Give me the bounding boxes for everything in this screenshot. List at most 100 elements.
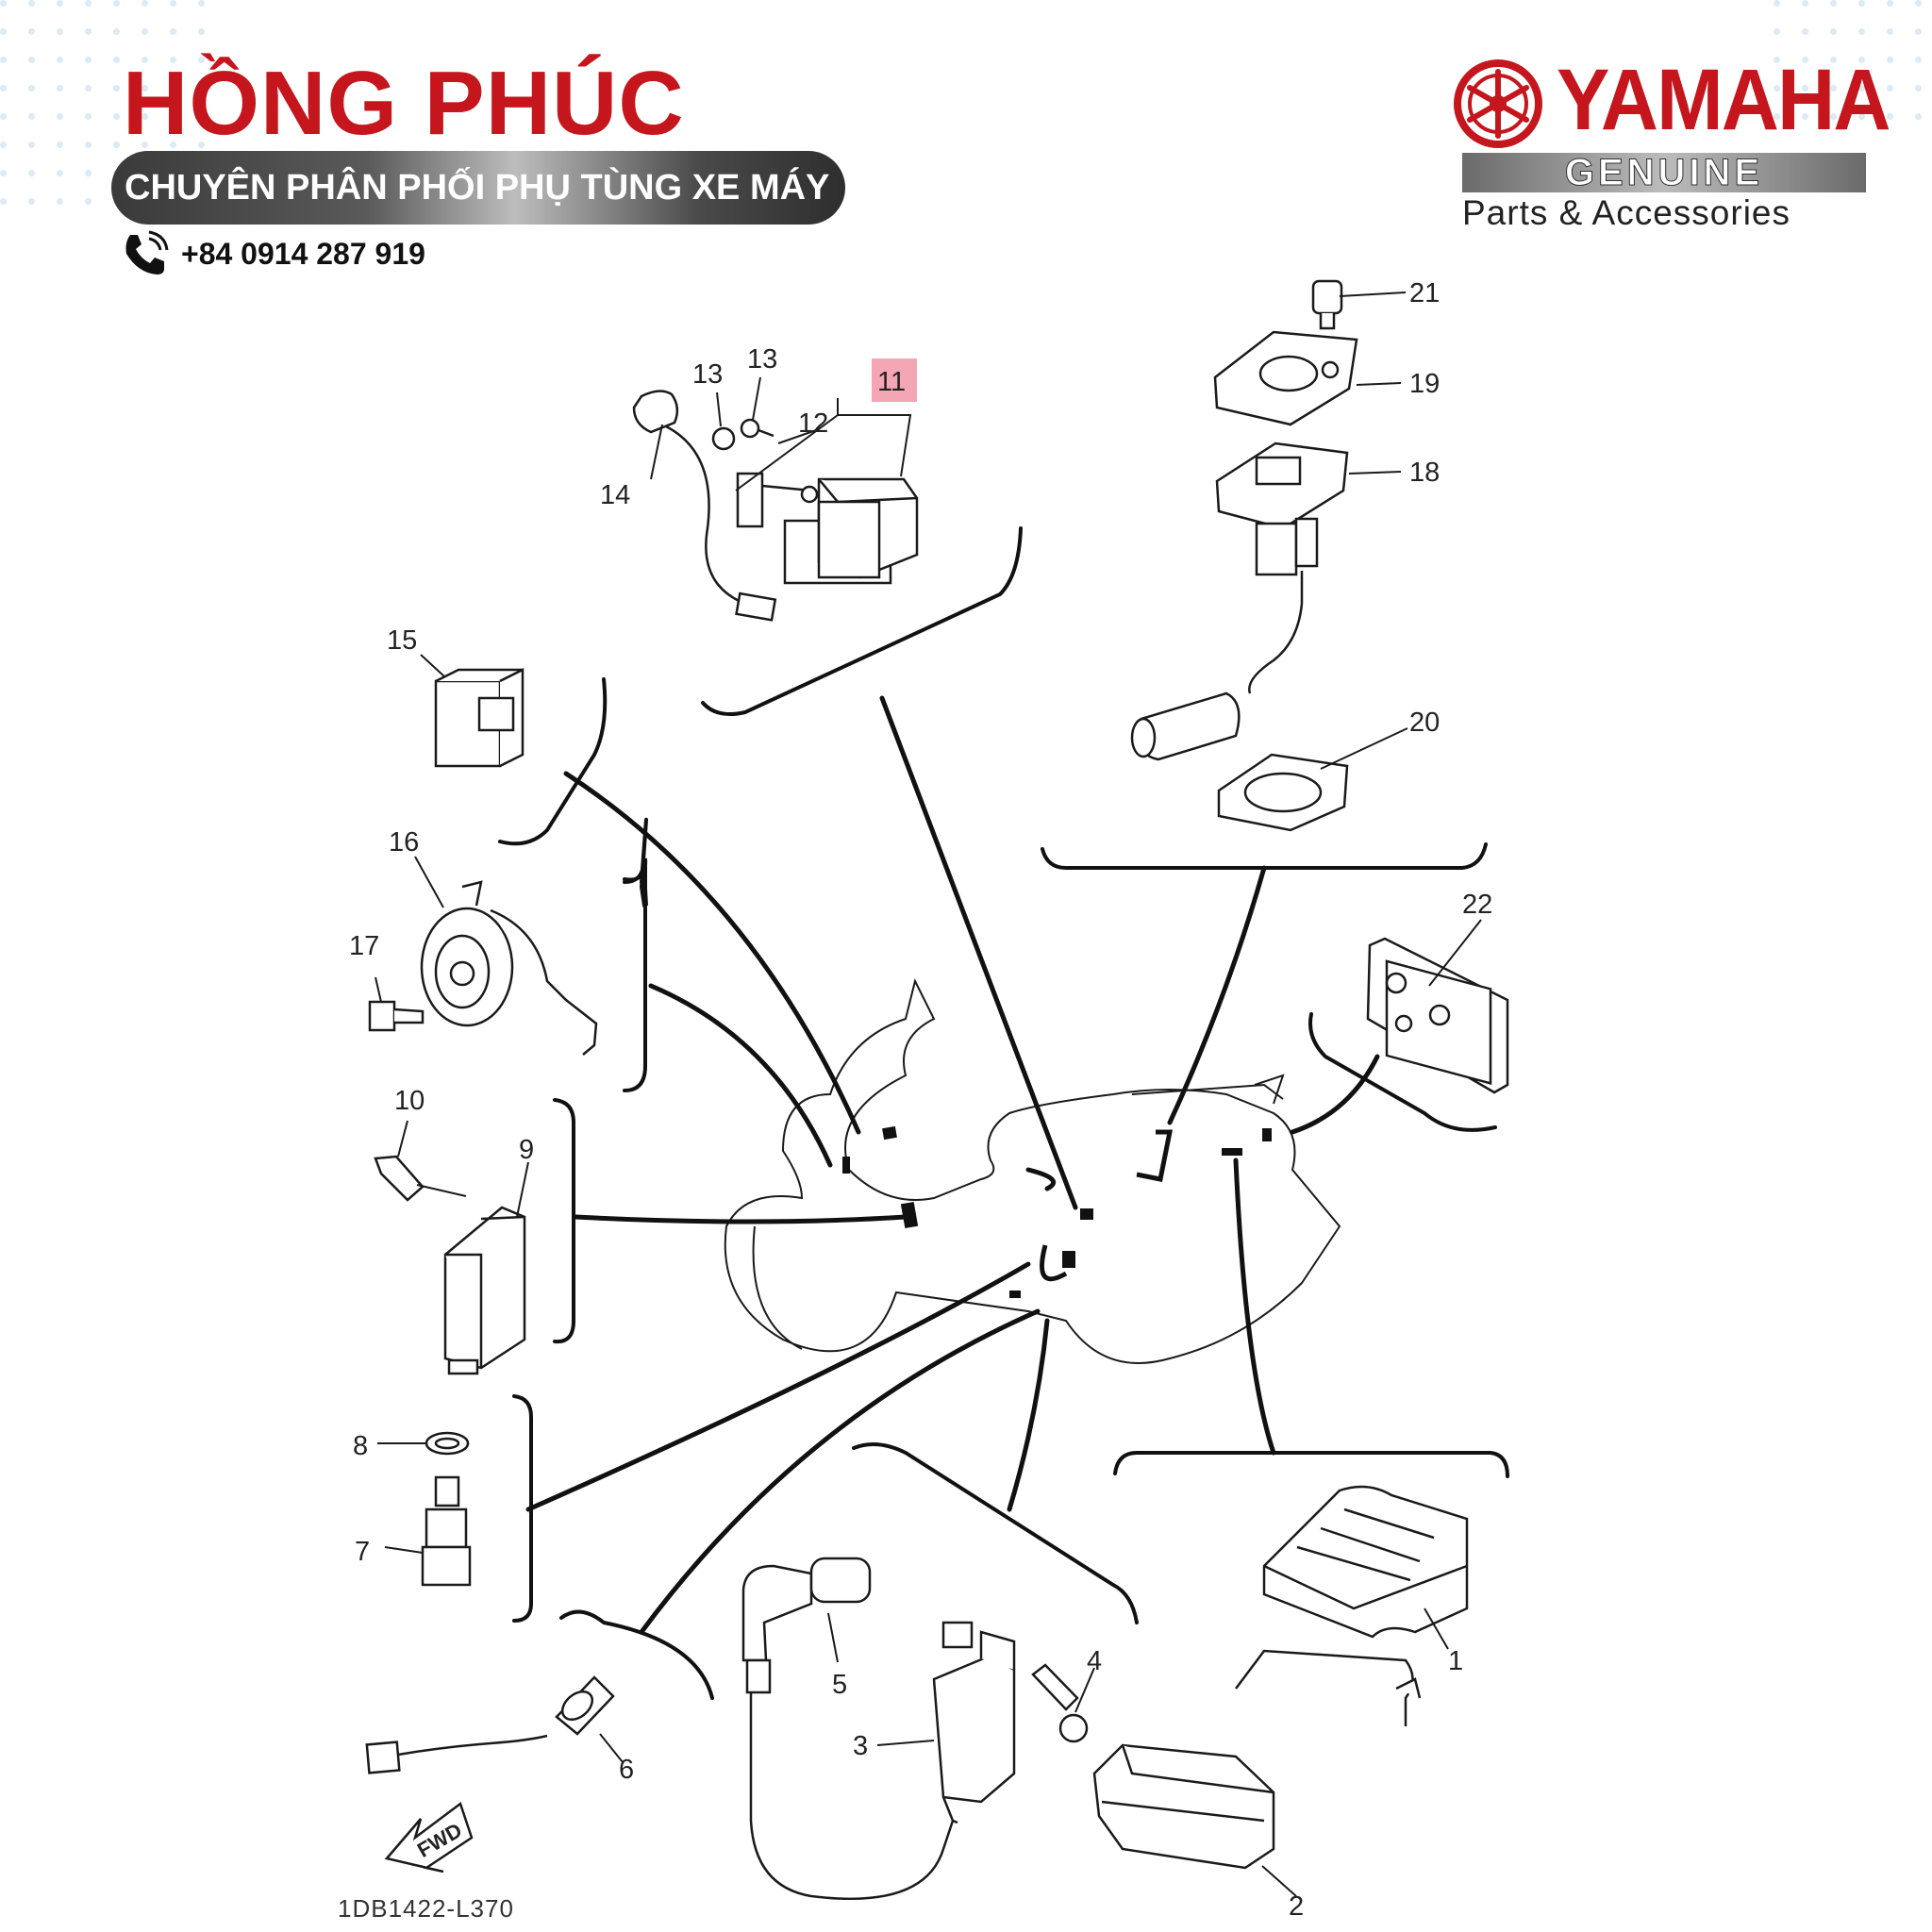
decor-dot <box>198 142 205 148</box>
label-part-20: 20 <box>1409 708 1440 738</box>
label-part-8: 8 <box>353 1431 368 1461</box>
decor-dot <box>85 28 92 35</box>
decor-dot <box>0 198 7 205</box>
decor-dot <box>85 170 92 176</box>
decor-dot <box>113 85 120 92</box>
decor-dot <box>1915 85 1922 92</box>
decor-dot <box>85 85 92 92</box>
decor-dot <box>57 142 63 148</box>
decor-dot <box>0 57 7 63</box>
decor-dot <box>142 113 148 120</box>
label-part-13a: 13 <box>692 359 723 390</box>
label-part-18: 18 <box>1409 458 1440 488</box>
label-part-5: 5 <box>832 1670 847 1700</box>
decor-dot <box>142 28 148 35</box>
tagline-banner: CHUYÊN PHÂN PHỐI PHỤ TÙNG XE MÁY <box>111 151 845 225</box>
label-part-15: 15 <box>387 625 417 656</box>
decor-dot <box>0 142 7 148</box>
decor-dot <box>0 170 7 176</box>
decor-dot <box>1915 57 1922 63</box>
decor-dot <box>113 28 120 35</box>
decor-dot <box>85 113 92 120</box>
decor-dot <box>1830 113 1837 120</box>
decor-dot <box>1887 28 1893 35</box>
part-18-sender <box>1215 441 1349 694</box>
decor-dot <box>57 113 63 120</box>
decor-dot <box>85 0 92 7</box>
decor-dot <box>1830 57 1837 63</box>
decor-dot <box>0 0 7 7</box>
decor-dot <box>113 57 120 63</box>
part-22-panel <box>1366 937 1509 1094</box>
phone-number[interactable]: +84 0914 287 919 <box>181 236 425 271</box>
decor-dot <box>170 85 176 92</box>
brand-title: HỒNG PHÚC <box>123 53 685 154</box>
part-3-coil <box>932 1621 1016 1824</box>
decor-dot <box>85 198 92 205</box>
yamaha-logo: YAMAHA GENUINE Parts & Accessories <box>1453 57 1890 236</box>
highlight-part-11 <box>872 358 917 402</box>
decor-dot <box>1802 113 1808 120</box>
decor-dot <box>1887 0 1893 7</box>
decor-dot <box>1887 57 1893 63</box>
label-part-13b: 13 <box>747 344 777 375</box>
label-part-7: 7 <box>355 1537 370 1567</box>
decor-dot <box>28 57 35 63</box>
decor-dot <box>1802 57 1808 63</box>
decor-dot <box>198 113 205 120</box>
decor-dot <box>113 113 120 120</box>
decor-dot <box>57 57 63 63</box>
decor-dot <box>1774 85 1780 92</box>
decor-dot <box>113 0 120 7</box>
decor-dot <box>28 0 35 7</box>
decor-dot <box>0 28 7 35</box>
decor-dot <box>28 142 35 148</box>
decor-dot <box>198 28 205 35</box>
label-part-6: 6 <box>619 1755 634 1785</box>
diagram-code: 1DB1422-L370 <box>338 1894 514 1923</box>
part-15-module <box>434 667 525 768</box>
decor-dot <box>142 85 148 92</box>
label-part-4: 4 <box>1087 1646 1102 1676</box>
part-9-cdi <box>443 1206 526 1375</box>
decor-dot <box>142 57 148 63</box>
decor-dot <box>28 113 35 120</box>
decor-dot <box>0 85 7 92</box>
decor-dot <box>57 28 63 35</box>
decor-dot <box>1774 28 1780 35</box>
decor-dot <box>142 0 148 7</box>
fwd-arrow-icon <box>384 1801 474 1874</box>
label-part-11: 11 <box>877 367 906 397</box>
yamaha-emblem-icon <box>1454 59 1542 148</box>
decor-dot <box>1887 85 1893 92</box>
decor-dot <box>170 28 176 35</box>
part-2-ecu <box>1092 1649 1422 1870</box>
phone-row[interactable]: +84 0914 287 919 <box>121 228 425 279</box>
decor-dot <box>1915 28 1922 35</box>
label-part-3: 3 <box>853 1731 868 1761</box>
decor-dot <box>57 85 63 92</box>
decor-dot <box>1915 0 1922 7</box>
label-part-17: 17 <box>349 931 379 961</box>
label-part-1: 1 <box>1448 1646 1463 1676</box>
decor-dot <box>170 57 176 63</box>
decor-dot <box>0 113 7 120</box>
decor-dot <box>1802 85 1808 92</box>
parts-accessories-text: Parts & Accessories <box>1462 193 1791 232</box>
decor-dot <box>198 85 205 92</box>
decor-dot <box>28 28 35 35</box>
phone-icon <box>125 230 169 275</box>
decor-dot <box>28 198 35 205</box>
label-part-21: 21 <box>1409 278 1440 308</box>
decor-dots-right <box>1774 0 1932 132</box>
decor-dot <box>57 170 63 176</box>
part-16-horn <box>420 880 598 1056</box>
decor-dot <box>57 198 63 205</box>
decor-dot <box>1858 113 1865 120</box>
decor-dot <box>1802 0 1808 7</box>
decor-dot <box>198 0 205 7</box>
label-part-2: 2 <box>1289 1891 1304 1922</box>
decor-dot <box>85 142 92 148</box>
decor-dot <box>170 142 176 148</box>
decor-dot <box>57 0 63 7</box>
